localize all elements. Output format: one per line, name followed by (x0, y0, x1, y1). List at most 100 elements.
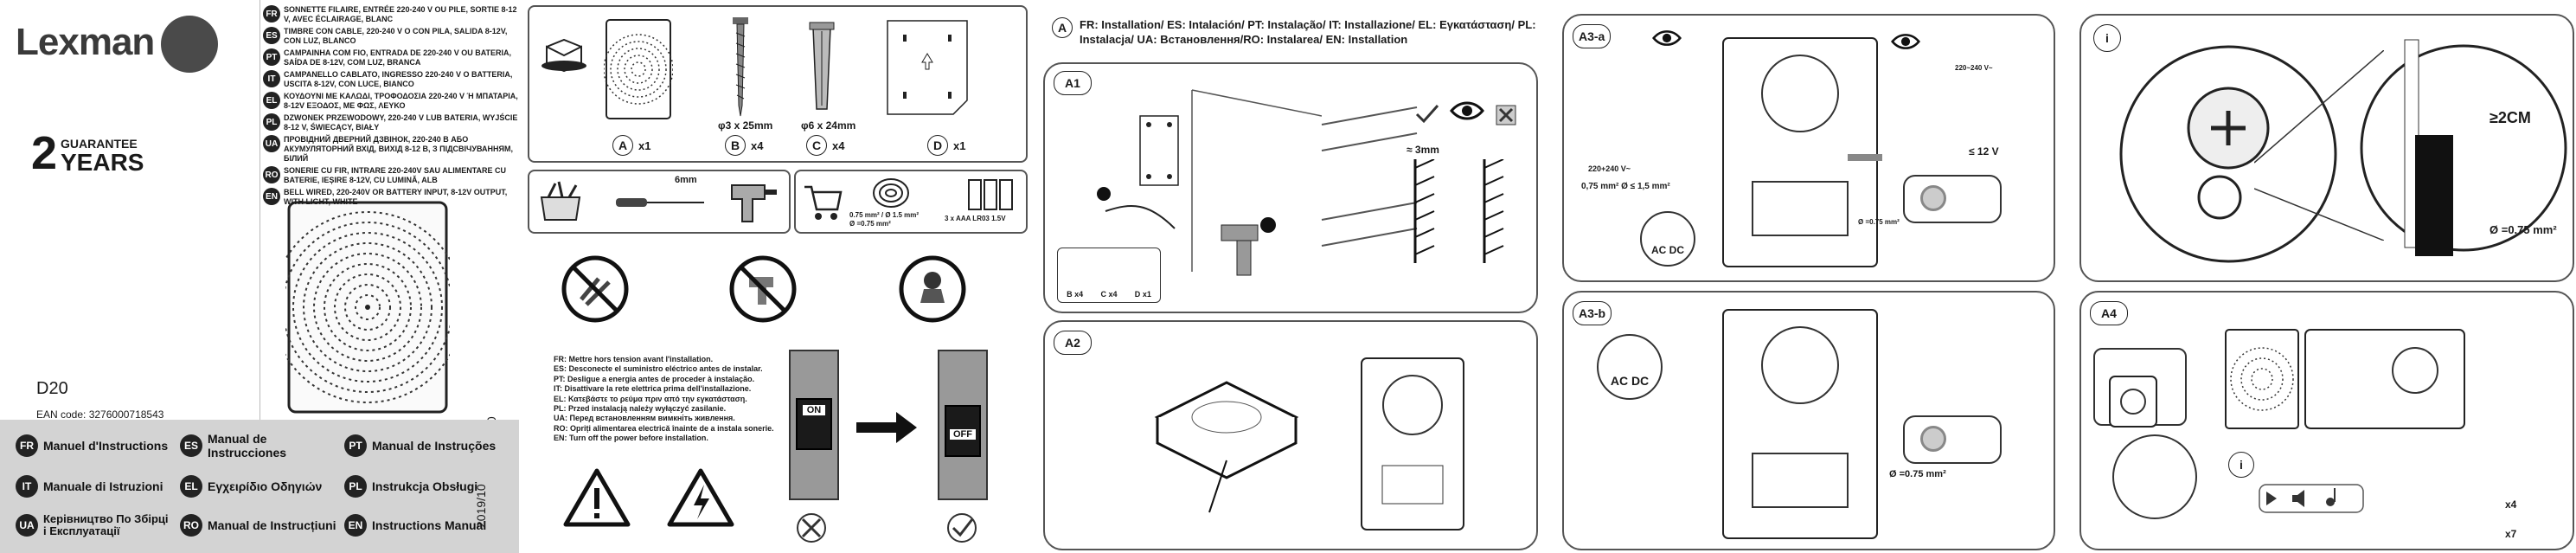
breaker-off: OFF (938, 350, 988, 500)
a1-parts-box: B x4 C x4 D x1 (1057, 248, 1161, 303)
ean-code: EAN code: 3276000718543 (36, 408, 164, 421)
logo-circle (161, 16, 218, 73)
info-wire: Ø =0.75 mm² (2489, 223, 2557, 236)
drill-hand-icon (1221, 217, 1276, 276)
step-a1-panel: A1 ≈ 3mm B x4 C x4 D x1 (1043, 62, 1538, 313)
guarantee-years: YEARS (61, 149, 144, 176)
wear-gloves-icon (899, 255, 966, 323)
battery-spec: 3 x AAA LR03 1.5V (945, 215, 1006, 222)
lexman-logo: Lexman (16, 16, 218, 73)
strip-length: ≥2CM (2489, 109, 2531, 126)
safety-es: ES: Desconecte el suministro eléctrico a… (554, 364, 763, 374)
part-a-letter: A (612, 135, 633, 156)
info-panel: i ≥2CM Ø =0.75 mm² (2079, 14, 2574, 282)
a3a-mains: 220+240 V~ (1588, 164, 1631, 173)
part-c-qty: x4 (832, 138, 845, 152)
step-a2-label: A2 (1054, 331, 1092, 355)
cross-mark-icon (797, 513, 826, 543)
step-a3a-panel: A3-a 220+240 V~ 0,75 mm² Ø ≤ 1,5 mm² AC … (1562, 14, 2055, 282)
no-drill-icon (729, 255, 797, 323)
guarantee-number: 2 (31, 127, 58, 179)
safety-it: IT: Disattivare la rete elettrica prima … (554, 384, 752, 394)
part-d-letter: D (927, 135, 948, 156)
safety-ro: RO: Opriți alimentarea electrică înainte… (554, 423, 774, 433)
eye-icon-a3a-2 (1891, 34, 1920, 49)
a1-distance: ≈ 3mm (1407, 144, 1439, 156)
wire-spec1: 0.75 mm² / Ø 1.5 mm² (849, 211, 920, 219)
extras-panel: 0.75 mm² / Ø 1.5 mm² Ø =0.75 mm² 3 x AAA… (794, 170, 1028, 234)
a3a-acdc-circle: AC DC (1640, 211, 1695, 267)
installation-header: A FR: Installation/ ES: Intalación/ PT: … (1052, 17, 1554, 47)
cross-small-icon (1496, 105, 1516, 125)
a1-part-c: C (1100, 290, 1106, 299)
switch-on-label: ON (803, 405, 825, 415)
a4-button-closeup (2109, 376, 2157, 428)
a3b-wire: Ø =0.75 mm² (1889, 469, 1946, 479)
part-b-qty: x4 (751, 138, 764, 152)
safety-el: EL: Κατεβάστε το ρεύμα πριν από την εγκα… (554, 394, 747, 403)
info-label: i (2093, 24, 2121, 52)
breaker-on: ON (789, 350, 839, 500)
arrow-right-icon (856, 412, 917, 443)
part-a-image (604, 19, 673, 119)
plug-dim: φ6 x 24mm (801, 119, 856, 132)
drill-bit-size: 6mm (675, 175, 697, 185)
wire-spec2: Ø =0.75 mm² (849, 220, 891, 228)
wire-coil-icon (873, 178, 909, 208)
a3a-wire2: Ø =0.75 mm² (1858, 218, 1900, 226)
a4-cover-front (2225, 329, 2299, 429)
check-mark-icon (947, 513, 977, 543)
hatched-wall-ok (1413, 159, 1435, 263)
a4-base-unit (2304, 329, 2465, 429)
product-model: D20 (36, 379, 68, 398)
package-icon (541, 38, 586, 73)
terminal-closeup-diagram (2119, 45, 2337, 263)
step-a3a-label: A3-a (1573, 24, 1612, 48)
safety-ua: UA: Перед встановленням вимкніть живленн… (554, 414, 735, 423)
step-a4-label: A4 (2090, 301, 2128, 325)
part-b-letter: B (725, 135, 746, 156)
electric-hazard-icon (667, 468, 734, 527)
a3a-wire: 0,75 mm² Ø ≤ 1,5 mm² (1581, 182, 1670, 191)
tools-panel: 6mm (528, 170, 791, 234)
screws-inserting-diagram (1321, 106, 1418, 247)
a1-part-d: D (1134, 290, 1141, 299)
safety-pl: PL: Przed instalacją należy wyłączyć zas… (554, 404, 727, 414)
step-a4-panel: A4 i x4 x7 (2079, 291, 2574, 550)
a3b-acdc: AC DC (1610, 374, 1650, 388)
screwdriver-icon (616, 198, 704, 207)
toolbox-icon (540, 181, 581, 221)
hatched-wall-bad (1483, 159, 1504, 263)
installation-letter: A (1052, 17, 1073, 38)
zoom-lines (2254, 50, 2384, 241)
a3a-push-button[interactable] (1903, 175, 2002, 223)
safety-pt: PT: Desligue a energia antes de proceder… (554, 374, 755, 383)
a3b-base-diagram (1722, 309, 1878, 539)
wall-diagram (1097, 89, 1322, 272)
part-d-qty: x1 (953, 138, 966, 152)
eye-icon-a3a (1652, 30, 1682, 46)
guarantee-word: GUARANTEE (61, 137, 138, 151)
step-a2-panel: A2 (1043, 320, 1538, 550)
part-a-qty: x1 (638, 138, 651, 152)
a4-settings-icons (2259, 484, 2364, 513)
a4-count-x7: x7 (2505, 528, 2517, 540)
step-a3b-panel: A3-b AC DC Ø =0.75 mm² (1562, 291, 2055, 550)
safety-en: EN: Turn off the power before installati… (554, 434, 708, 443)
safety-fr: FR: Mettre hors tension avant l'installa… (554, 355, 714, 363)
a3b-push-button[interactable] (1903, 415, 2002, 464)
part-c-plug-icon (809, 22, 835, 110)
